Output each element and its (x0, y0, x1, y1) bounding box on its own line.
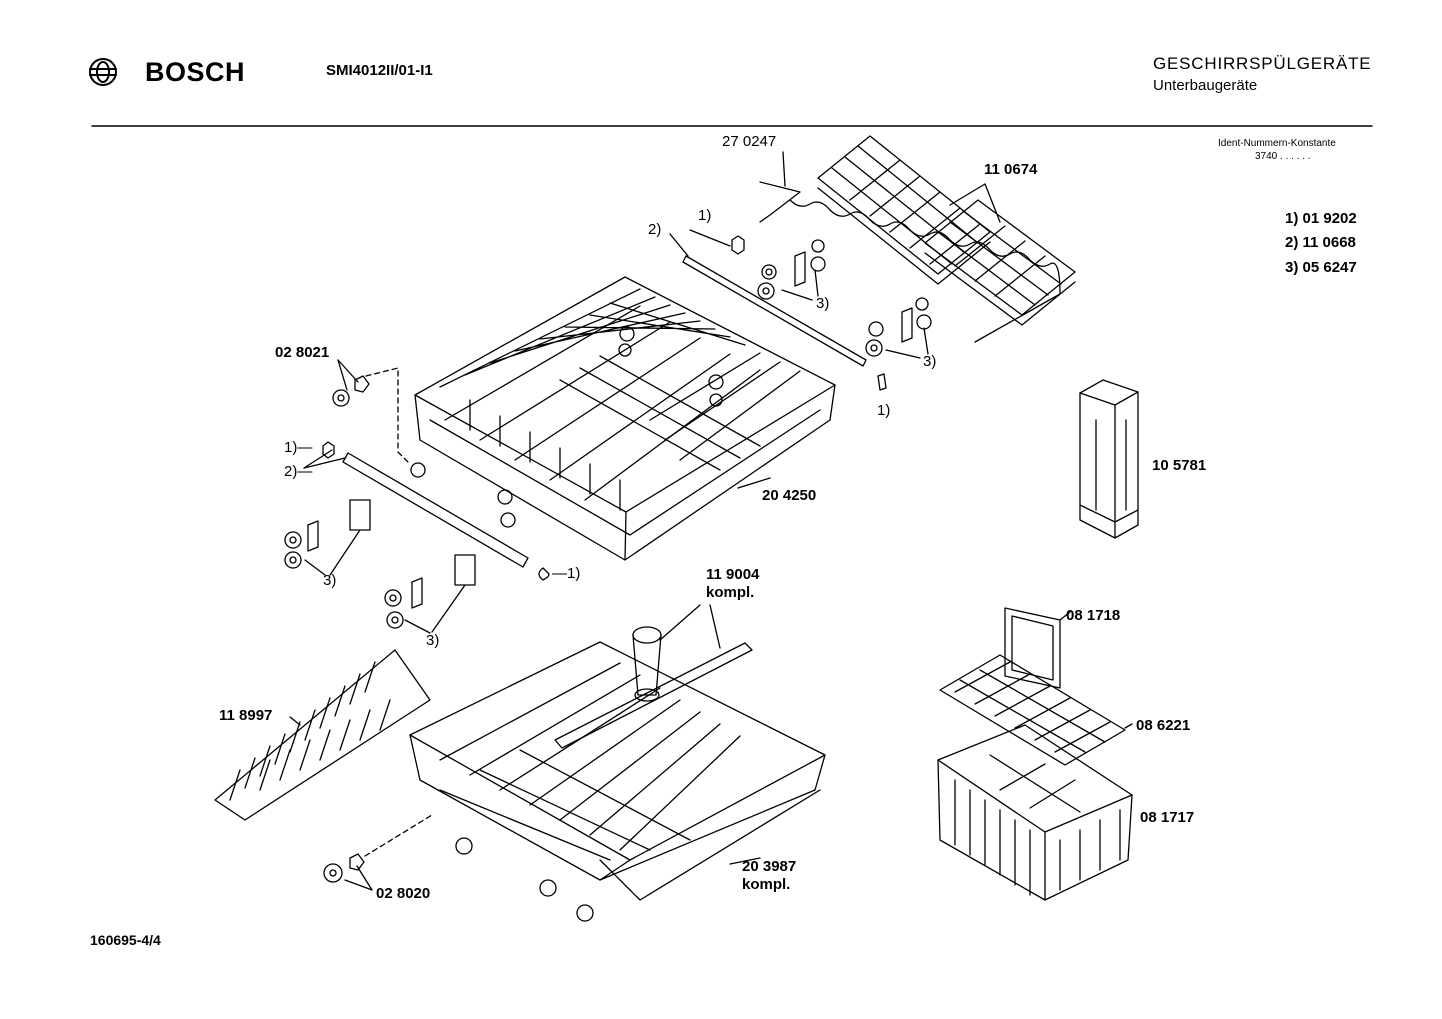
upper-basket-204250 (410, 276, 836, 561)
part-label-203987-kompl: kompl. (742, 876, 791, 893)
roller-028020 (323, 814, 433, 891)
legend-item-2: 2) 11 0668 (1285, 234, 1356, 251)
callout-2-left: 2)— (284, 463, 313, 480)
wire-spring-270247 (759, 151, 1061, 343)
callout-3-right: 3) (923, 353, 937, 370)
part-label-081718: 08 1718 (1066, 607, 1121, 624)
ident-label: Ident-Nummern-Konstante (1218, 138, 1336, 149)
part-label-105781: 10 5781 (1152, 457, 1207, 474)
ident-block: Ident-Nummern-Konstante 3740 . . . . . . (1218, 137, 1336, 163)
spray-arm-119004 (554, 604, 753, 749)
callout-2-upper: 2) (648, 221, 662, 238)
cup-rack-grid-110674 (817, 135, 1076, 326)
part-label-081717: 08 1717 (1140, 809, 1195, 826)
ident-value: 3740 . . . . . . (1255, 151, 1311, 162)
part-label-028021: 02 8021 (275, 344, 330, 361)
part-label-270247: 27 0247 (722, 133, 777, 150)
part-label-086221: 08 6221 (1136, 717, 1191, 734)
basket-handle-081718 (1004, 607, 1071, 689)
lower-basket-203987 (409, 641, 826, 922)
legend-item-1: 1) 01 9202 (1285, 210, 1357, 227)
rail-upper-right (669, 229, 887, 391)
model-number: SMI4012II/01-I1 (326, 62, 433, 79)
callout-1-right: 1) (877, 402, 891, 419)
cutlery-basket-081717 (937, 724, 1133, 901)
part-label-204250: 20 4250 (762, 487, 817, 504)
part-label-203987: 20 3987 (742, 858, 797, 875)
part-label-028020: 02 8020 (376, 885, 431, 902)
callout-1-upper: 1) (698, 207, 712, 224)
callout-1-lower: —1) (552, 565, 581, 582)
callout-3-left: 3) (323, 572, 337, 589)
cutlery-insert-105781 (1079, 379, 1139, 539)
part-label-110674: 11 0674 (984, 161, 1038, 178)
subcategory-title: Unterbaugeräte (1153, 77, 1258, 94)
brand-name: BOSCH (145, 57, 246, 87)
document-number: 160695-4/4 (90, 932, 161, 948)
roller-028021 (332, 359, 411, 465)
part-label-119004: 11 9004 (706, 566, 760, 583)
callout-3-upper: 3) (816, 295, 830, 312)
tine-rack-118997 (214, 649, 431, 821)
part-label-118997: 11 8997 (219, 707, 273, 724)
rail-left (303, 441, 550, 581)
legend-item-3: 3) 05 6247 (1285, 259, 1357, 276)
bosch-logo-icon (89, 58, 117, 86)
roller-brackets-upper (757, 239, 932, 359)
roller-brackets-left (284, 499, 476, 634)
part-label-119004-kompl: kompl. (706, 584, 755, 601)
category-title: GESCHIRRSPÜLGERÄTE (1153, 54, 1372, 73)
basket-lid-086221 (939, 654, 1133, 766)
callout-3-lower: 3) (426, 632, 440, 649)
callout-1-left: 1)— (284, 439, 313, 456)
